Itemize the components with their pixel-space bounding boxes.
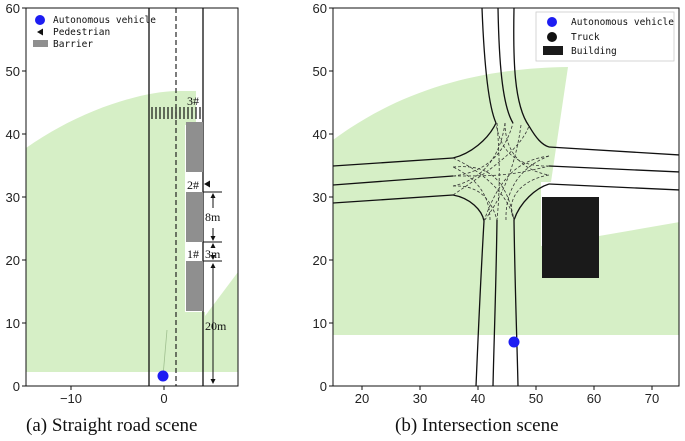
sight-line <box>162 329 168 377</box>
building <box>542 197 599 278</box>
legend-vehicle-marker <box>547 17 557 27</box>
site-label-3: 3# <box>187 94 199 108</box>
road-ew <box>333 146 679 204</box>
legend-building-label: Building <box>571 46 617 57</box>
y-tick-label: 10 <box>313 316 327 331</box>
y-tick-label: 20 <box>313 253 327 268</box>
turning-paths <box>452 122 550 222</box>
barrier-2 <box>186 192 203 242</box>
x-tick-label: 40 <box>471 391 485 406</box>
barrier-3 <box>186 261 203 311</box>
y-tick-label: 30 <box>313 190 327 205</box>
legend-truck-marker <box>547 32 557 42</box>
intersection-corners <box>452 122 550 222</box>
y-tick-label: 50 <box>6 64 20 79</box>
legend-pedestrian-marker <box>37 28 43 36</box>
y-tick-label: 0 <box>320 379 327 394</box>
caption-b: (b) Intersection scene <box>395 415 559 436</box>
distance-label-8m: 8m <box>205 210 221 224</box>
autonomous-vehicle-b <box>508 336 520 348</box>
y-tick-label: 40 <box>313 127 327 142</box>
site-label-2: 2# <box>187 178 199 192</box>
caption-a: (a) Straight road scene <box>26 415 197 436</box>
legend-pedestrian-label: Pedestrian <box>53 27 110 38</box>
x-tick-label: 20 <box>355 391 369 406</box>
y-tick-label: 60 <box>6 1 20 16</box>
legend-building-swatch <box>543 46 563 55</box>
y-tick-label: 10 <box>6 316 20 331</box>
dimension-8m <box>203 191 222 243</box>
road-ns <box>475 8 530 386</box>
legend-a: Autonomous vehicle Pedestrian Barrier <box>33 15 156 50</box>
legend-barrier-swatch <box>33 40 48 47</box>
legend-truck-label: Truck <box>571 32 600 43</box>
panel-a: 3# 2# 1# 8m 3m 20m −10 0 0 10 20 30 40 5… <box>6 1 239 436</box>
x-tick-label: 50 <box>529 391 543 406</box>
legend-b: Autonomous vehicle Truck Building <box>535 11 675 62</box>
distance-label-20m: 20m <box>205 319 227 333</box>
distance-label-3m: 3m <box>205 247 221 261</box>
y-tick-label: 0 <box>13 379 20 394</box>
x-tick-label: 0 <box>160 391 167 406</box>
y-tick-label: 60 <box>313 1 327 16</box>
legend-vehicle-label: Autonomous vehicle <box>571 17 674 28</box>
x-tick-label: −10 <box>60 391 82 406</box>
visible-area-a <box>26 91 238 372</box>
pedestrian-marker <box>204 180 210 188</box>
legend-vehicle-marker <box>35 15 45 25</box>
x-tick-label: 70 <box>645 391 659 406</box>
autonomous-vehicle-a <box>157 370 169 382</box>
y-tick-label: 20 <box>6 253 20 268</box>
dimension-3m <box>203 243 222 262</box>
y-tick-label: 40 <box>6 127 20 142</box>
legend-vehicle-label: Autonomous vehicle <box>53 15 156 26</box>
legend-barrier-label: Barrier <box>53 39 93 50</box>
barrier-1 <box>186 122 203 172</box>
y-tick-label: 50 <box>313 64 327 79</box>
dimension-20m <box>210 263 216 384</box>
crosswalk <box>151 107 201 119</box>
x-tick-label: 30 <box>413 391 427 406</box>
x-tick-label: 60 <box>587 391 601 406</box>
site-label-1: 1# <box>187 247 199 261</box>
y-tick-label: 30 <box>6 190 20 205</box>
panel-b: 20 30 40 50 60 70 0 10 20 30 40 50 60 Au… <box>313 1 680 436</box>
